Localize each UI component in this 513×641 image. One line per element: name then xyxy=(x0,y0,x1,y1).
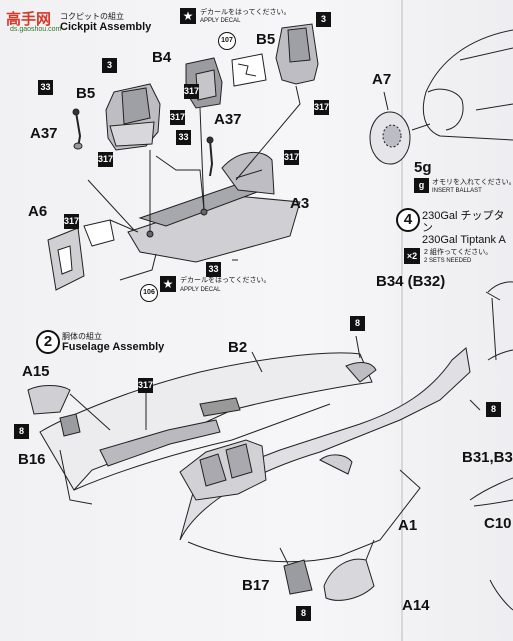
callout-106: 106 xyxy=(140,284,158,302)
part-A15: A15 xyxy=(22,363,50,380)
part-A14: A14 xyxy=(402,597,430,614)
decal-note-jp-bottom: デカールをはってください。 xyxy=(180,277,271,284)
tag-317-b4: 317 xyxy=(184,84,199,99)
part-B31: B31,B3 xyxy=(462,449,513,466)
tag-8-b16: 8 xyxy=(14,424,29,439)
part-A37-right: A37 xyxy=(214,111,242,128)
decal-note-en-top: APPLY DECAL xyxy=(200,18,241,24)
cockpit-title-en: Cickpit Assembly xyxy=(60,21,152,33)
cockpit-section-title: コクピットの組立 Cickpit Assembly xyxy=(60,12,151,33)
tag-8-right: 8 xyxy=(486,402,501,417)
step-2-number: 2 xyxy=(36,330,60,354)
fuselage-title-en: Fuselage Assembly xyxy=(62,341,165,353)
tag-33-mid: 33 xyxy=(176,130,191,145)
decal-note-en-bottom: APPLY DECAL xyxy=(180,287,221,293)
tag-317-a3: 317 xyxy=(284,150,299,165)
part-B16: B16 xyxy=(18,451,46,468)
part-B5-right: B5 xyxy=(256,31,276,48)
tag-317-b5l: 317 xyxy=(98,152,113,167)
watermark-url: ds.gaoshou.com xyxy=(10,26,62,33)
tag-317-b5r: 317 xyxy=(314,100,329,115)
tag-317-fuselage: 317 xyxy=(138,378,153,393)
tag-317-a6: 317 xyxy=(64,214,79,229)
tiptank-section-title: 230Gal チップタン 230Gal Tiptank A xyxy=(422,210,513,246)
ballast-note-jp: オモリを入れてください。 xyxy=(432,179,513,186)
decal-note-jp-top: デカールをはってください。 xyxy=(200,9,291,16)
decal-star-icon: ★ xyxy=(180,8,196,24)
decal-star-icon-bottom: ★ xyxy=(160,276,176,292)
part-A37-left: A37 xyxy=(30,125,58,142)
tiptank-title-jp: 230Gal チップタン xyxy=(422,210,505,234)
sets-note-jp: 2 組作ってください。 xyxy=(424,249,493,256)
part-B34: B34 (B32) xyxy=(376,273,446,290)
sets-badge: ×2 xyxy=(404,248,420,264)
part-B17: B17 xyxy=(242,577,270,594)
tag-8-bottom: 8 xyxy=(296,606,311,621)
cockpit-title-jp: コクピットの組立 xyxy=(60,12,124,21)
step-4-number: 4 xyxy=(396,208,420,232)
tiptank-title-en: 230Gal Tiptank A xyxy=(422,234,506,246)
ballast-note-en: INSERT BALLAST xyxy=(432,188,482,194)
part-B4: B4 xyxy=(152,49,172,66)
part-A3: A3 xyxy=(290,195,310,212)
part-A6: A6 xyxy=(28,203,48,220)
fuselage-section-title: 胴体の組立 Fuselage Assembly xyxy=(62,332,164,353)
watermark-logo: 高手网 xyxy=(6,11,52,28)
part-A1: A1 xyxy=(398,517,418,534)
part-A7: A7 xyxy=(372,71,392,88)
ballast-badge: g xyxy=(414,178,429,193)
fuselage-title-jp: 胴体の組立 xyxy=(62,332,102,341)
callout-107: 107 xyxy=(218,32,236,50)
tag-8-top: 8 xyxy=(350,316,365,331)
part-B5-left: B5 xyxy=(76,85,96,102)
tag-3-left: 3 xyxy=(102,58,117,73)
tag-3-top: 3 xyxy=(316,12,331,27)
weight-5g: 5g xyxy=(414,159,432,176)
tag-33-left: 33 xyxy=(38,80,53,95)
tag-33-bottom: 33 xyxy=(206,262,221,277)
sets-note-en: 2 SETS NEEDED xyxy=(424,258,472,264)
part-C10: C10 xyxy=(484,515,512,532)
tag-317-mid: 317 xyxy=(170,110,185,125)
part-B2: B2 xyxy=(228,339,248,356)
